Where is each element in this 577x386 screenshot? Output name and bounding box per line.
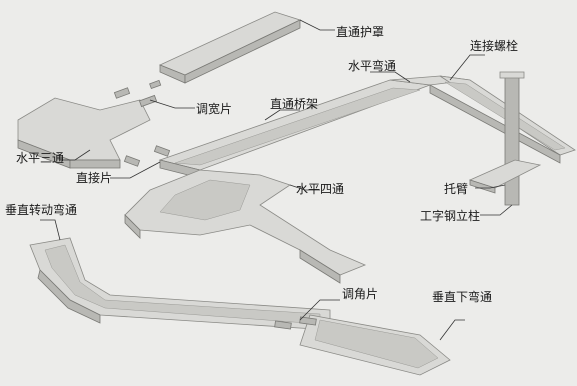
label-straight-cover: 直通护罩 xyxy=(336,25,384,39)
straight-cover-shape xyxy=(158,11,302,84)
label-vertical-rotating-elbow: 垂直转动弯通 xyxy=(5,202,77,217)
angle-adjusting-plates xyxy=(274,316,317,330)
label-i-beam-column: 工字钢立柱 xyxy=(420,208,480,223)
label-angle-adjusting-plate: 调角片 xyxy=(342,287,378,301)
lower-tray-run xyxy=(29,237,451,376)
label-adjusting-width-plate: 调宽片 xyxy=(196,101,232,116)
leader-lines xyxy=(40,19,513,341)
label-connecting-bolt: 连接螺栓 xyxy=(470,38,518,53)
label-horizontal-tee: 水平三通 xyxy=(16,151,64,165)
horizontal-tee-shape xyxy=(17,97,151,169)
i-beam-column-shape xyxy=(468,71,542,206)
label-bracket: 托臂 xyxy=(444,182,468,196)
label-horizontal-cross: 水平四通 xyxy=(296,182,344,196)
label-straight-connector: 直接片 xyxy=(76,170,112,185)
horizontal-cross-shape xyxy=(124,169,367,284)
straight-connector-plates xyxy=(123,145,171,167)
label-vertical-down-elbow: 垂直下弯通 xyxy=(432,289,492,304)
label-horizontal-elbow: 水平弯通 xyxy=(348,58,396,73)
label-straight-tray: 直通桥架 xyxy=(270,97,318,111)
adjusting-width-plates xyxy=(113,79,162,108)
